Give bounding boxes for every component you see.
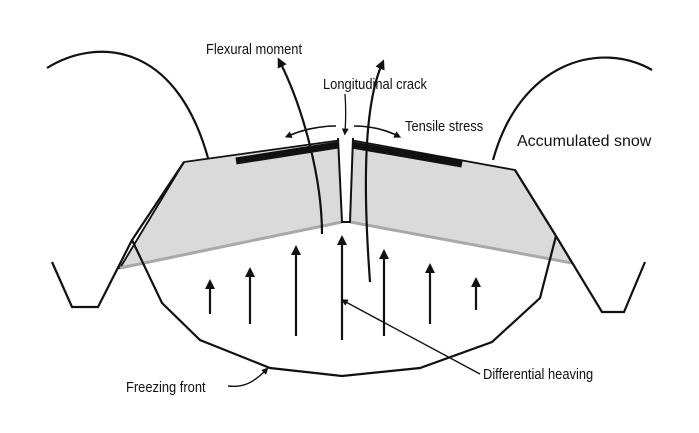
tensile-arrow-left [284,125,337,138]
right-snow-mound [491,56,653,161]
crack-pointer [341,93,349,136]
left-base-line [119,220,343,270]
freezing-front-label: Freezing front [126,379,206,396]
longitudinal-crack-label: Longitudinal crack [323,76,427,93]
right-flexural-arrow [364,59,385,283]
differential-heaving-label: Differential heaving [483,366,594,383]
flexural-moment-label: Flexural moment [206,41,303,58]
left-surface-thick [235,141,339,165]
tensile-arrow-right [353,125,402,138]
left-embankment-profile [50,161,185,309]
left-snow-mound [46,50,210,159]
tensile-stress-label: Tensile stress [405,118,484,135]
differential-heaving-leader [340,299,481,375]
right-pavement-slab [349,138,574,265]
accumulated-snow-label: Accumulated snow [517,133,652,150]
freezing-front-leader [227,367,269,388]
longitudinal-crack [337,137,354,223]
right-embankment-profile [514,169,647,314]
freezing-front-curve [131,235,558,378]
right-surface-thick [351,141,463,168]
right-base-line [349,220,573,265]
left-flexural-arrow [277,57,324,235]
left-pavement-slab [118,138,343,270]
